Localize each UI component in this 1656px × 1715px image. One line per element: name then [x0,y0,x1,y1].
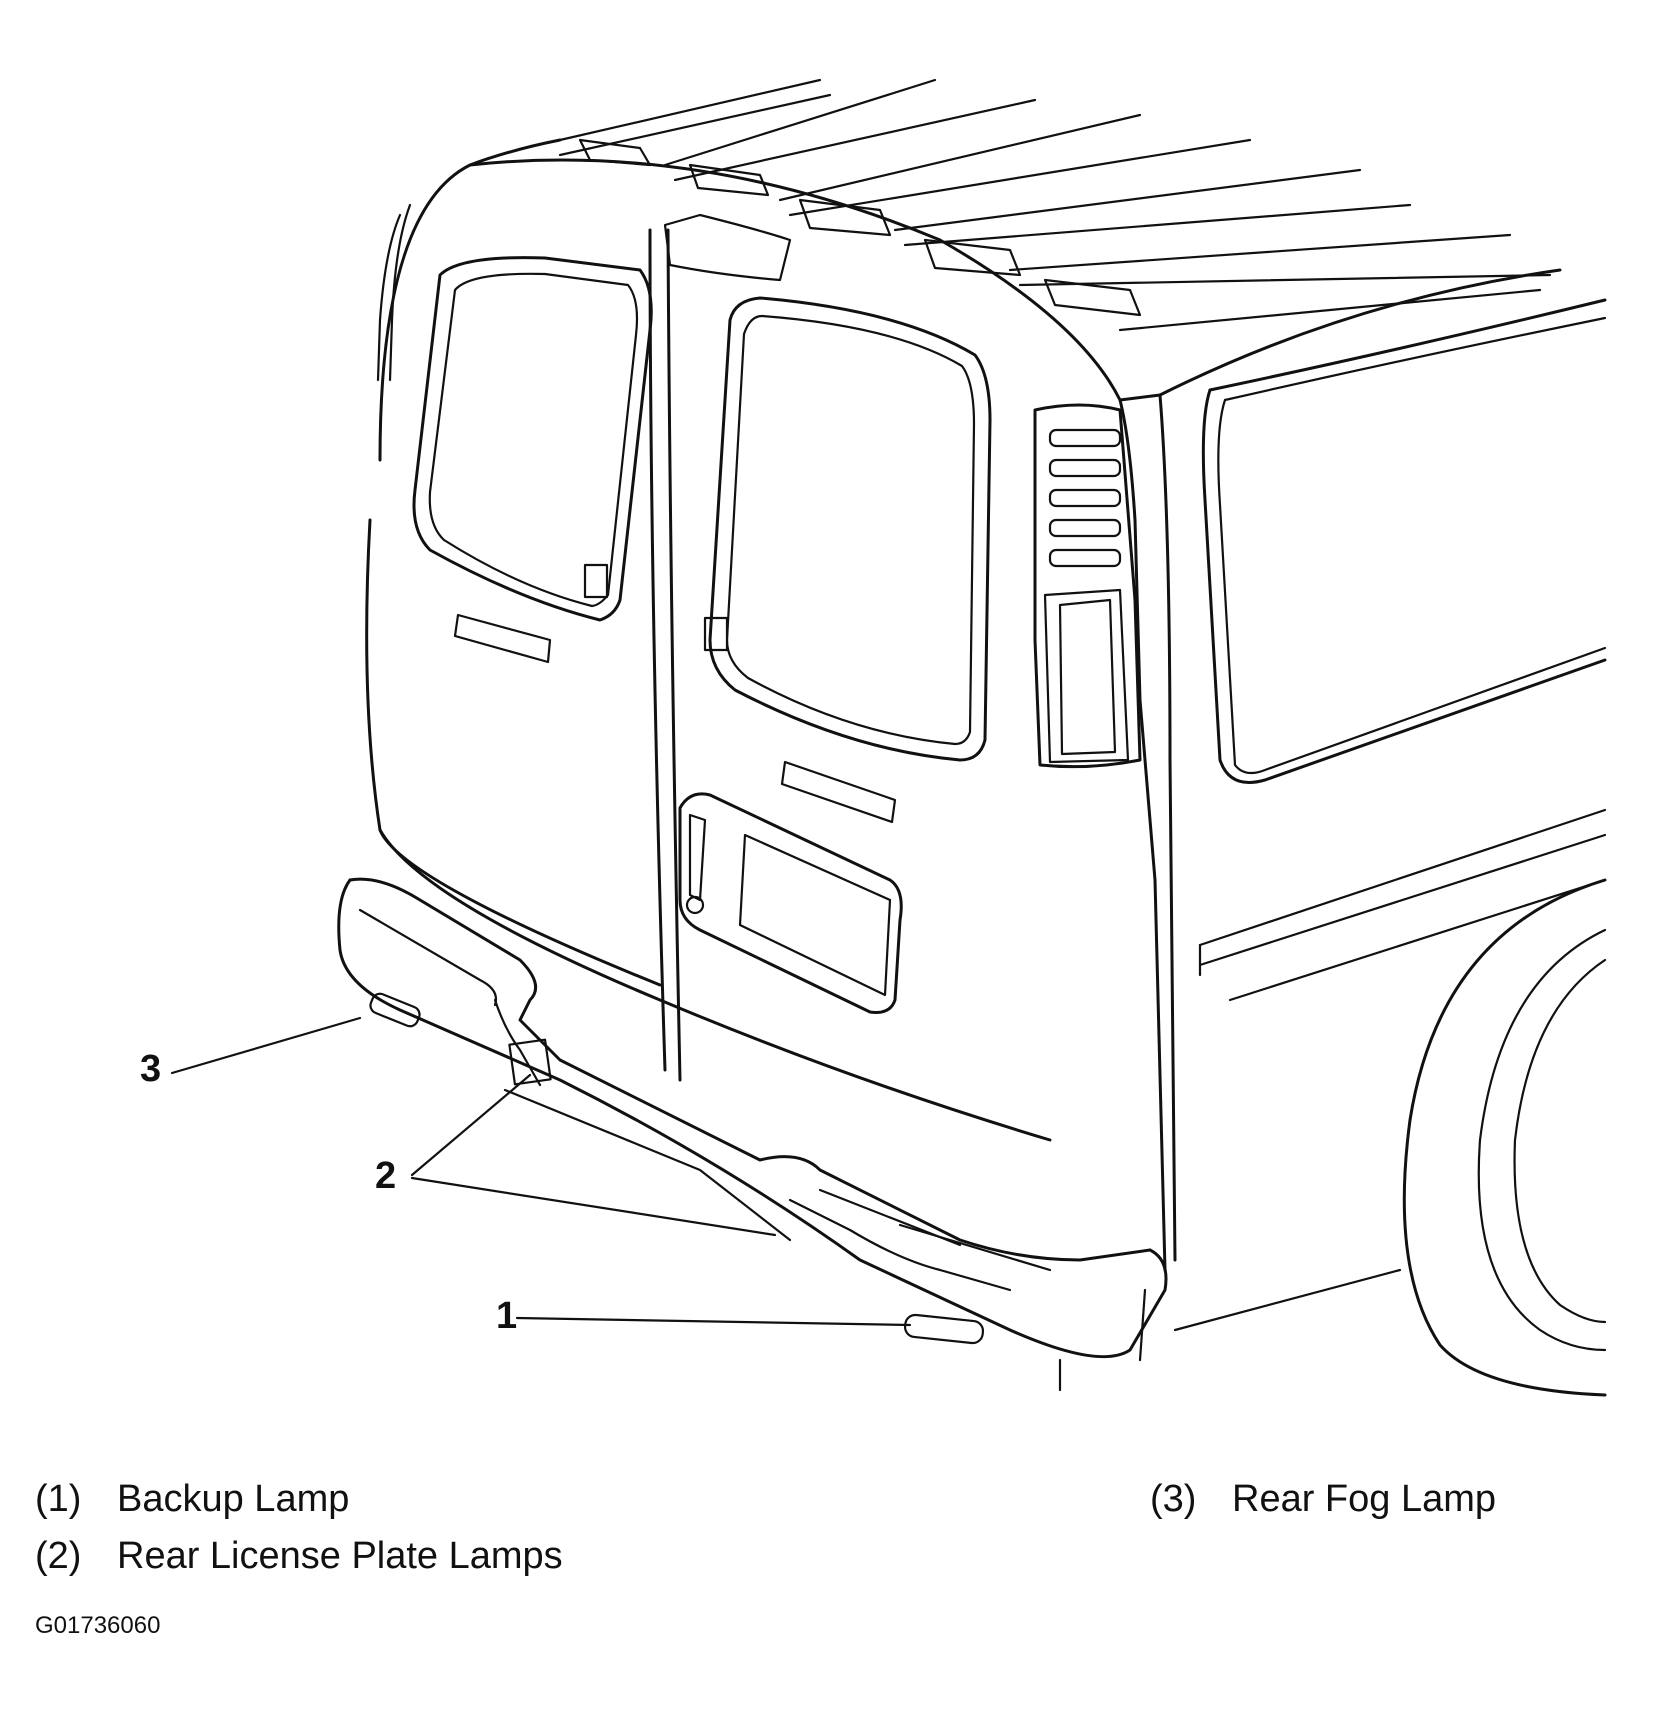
van-rear-illustration [170,78,1607,1397]
van-body [378,138,1607,1397]
legend-number: (3) [1150,1478,1197,1520]
legend-item-3: (3) Rear Fog Lamp [1150,1478,1496,1521]
legend-text: Rear License Plate Lamps [117,1535,563,1577]
callout-1: 1 [496,1295,518,1337]
legend-text: Backup Lamp [117,1478,350,1520]
legend-text: Rear Fog Lamp [1232,1478,1497,1520]
rear-bumper [337,877,1168,1392]
leader-1 [515,1316,912,1327]
legend-number: (2) [35,1535,82,1577]
leader-lines [170,1016,912,1327]
figure-code: G01736060 [35,1612,161,1639]
rear-doors [365,203,1052,1142]
tail-lamp [1033,403,1142,769]
callout-3: 3 [140,1048,162,1090]
leader-3 [170,1016,362,1075]
leader-2a [410,1073,532,1177]
callout-2: 2 [375,1155,397,1197]
legend-item-1: (1) Backup Lamp [35,1478,349,1521]
roof-rails [558,78,1552,332]
legend-number: (1) [35,1478,82,1520]
legend-item-2: (2) Rear License Plate Lamps [35,1535,563,1578]
leader-2b [410,1176,777,1237]
